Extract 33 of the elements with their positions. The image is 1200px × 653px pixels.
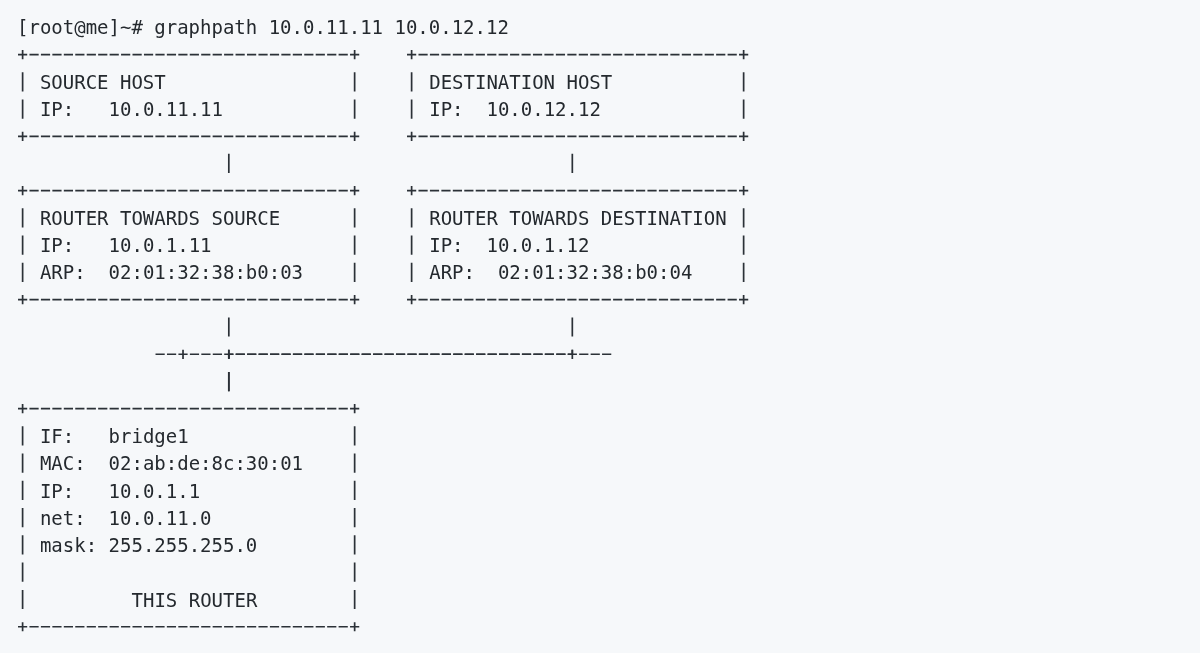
field-value: 10.0.1.1 (108, 479, 201, 502)
field-value: 10.0.1.11 (108, 234, 212, 257)
field-label: IP: (39, 234, 75, 257)
field-label: IP: (39, 479, 75, 502)
host-box (406, 48, 750, 142)
field-label: MAC: (39, 452, 86, 475)
field-value: 02:01:32:38:b0:03 (108, 261, 304, 284)
field-label: ARP: (39, 261, 86, 284)
field-label: net: (39, 506, 86, 529)
field-label: mask: (39, 534, 98, 557)
router-box (406, 185, 750, 306)
field-label: IP: (39, 97, 75, 120)
box-title: SOURCE HOST (39, 70, 166, 93)
field-label: IP: (429, 234, 464, 257)
field-value: 02:01:32:38:b0:04 (497, 261, 693, 284)
field-value: 255.255.255.0 (108, 534, 258, 557)
field-label: IF: (39, 425, 75, 448)
box-title: ROUTER TOWARDS SOURCE (39, 206, 281, 229)
command-line: [root@me]~# graphpath 10.0.11.11 10.0.12.12 (17, 16, 509, 39)
box-title: DESTINATION HOST (429, 70, 613, 93)
field-label: ARP: (429, 261, 475, 284)
field-value: 10.0.12.12 (486, 97, 601, 120)
box-title: THIS ROUTER (131, 588, 258, 611)
field-label: IP: (429, 97, 464, 120)
box-title: ROUTER TOWARDS DESTINATION (429, 206, 727, 229)
field-value: bridge1 (108, 425, 189, 448)
field-value: 02:ab:de:8c:30:01 (108, 452, 304, 475)
field-value: 10.0.11.0 (108, 506, 212, 529)
field-value: 10.0.1.12 (486, 234, 590, 257)
host-box (17, 48, 361, 142)
router-box (17, 403, 361, 633)
router-box (17, 185, 361, 306)
field-value: 10.0.11.11 (108, 97, 223, 120)
